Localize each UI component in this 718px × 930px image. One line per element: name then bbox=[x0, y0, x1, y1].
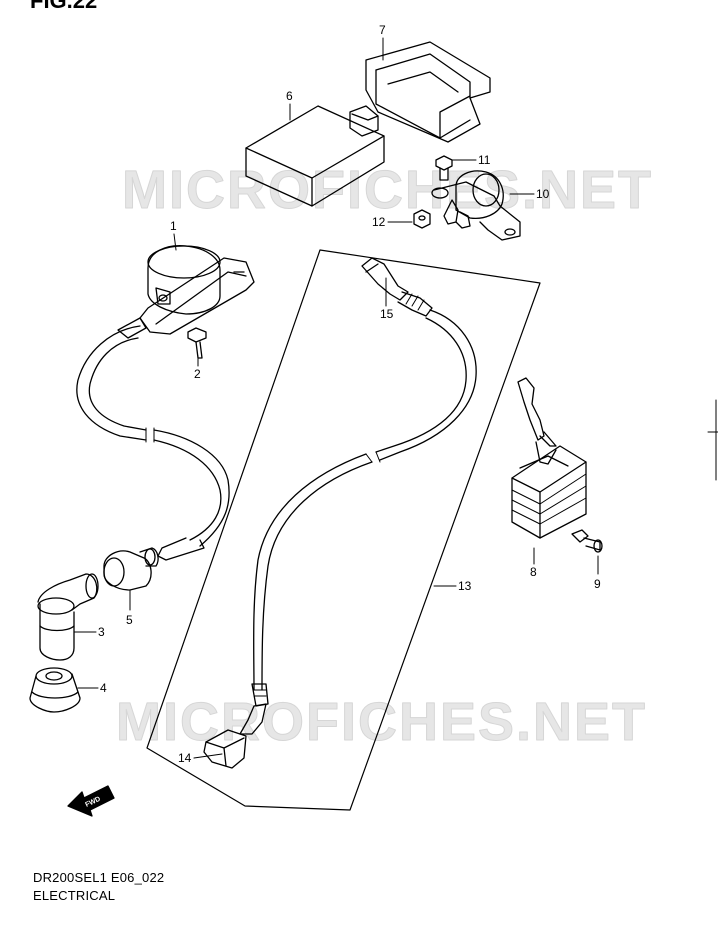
watermark-bottom: MICROFICHES.NET bbox=[116, 692, 647, 752]
cdi-unit-part bbox=[245, 105, 385, 207]
ignition-coil-part bbox=[139, 245, 255, 335]
cord-end-bottom-part bbox=[203, 729, 247, 769]
diagram-code: DR200SEL1 E06_022 bbox=[33, 870, 165, 885]
callout-9: 9 bbox=[594, 577, 601, 591]
spark-plug-cap-part bbox=[37, 573, 99, 661]
figure-title: FIG.22 bbox=[30, 0, 98, 13]
callout-10: 10 bbox=[536, 187, 550, 201]
callout-6: 6 bbox=[286, 89, 293, 103]
coil-high-tension-cord bbox=[76, 317, 230, 561]
high-tension-cord-part bbox=[239, 309, 477, 735]
callout-11: 11 bbox=[478, 153, 491, 167]
coil-screw-part bbox=[187, 327, 207, 359]
cord-connector-part bbox=[103, 547, 159, 591]
callout-8: 8 bbox=[530, 565, 537, 579]
callout-4: 4 bbox=[100, 681, 107, 695]
relay-bolt-part bbox=[435, 155, 453, 181]
starter-relay-part bbox=[431, 170, 521, 241]
plug-cap-cover-part bbox=[29, 667, 81, 713]
page-edge-marks bbox=[707, 399, 718, 481]
callout-7: 7 bbox=[379, 23, 386, 37]
high-tension-cord-boundary bbox=[146, 249, 541, 811]
regulator-bolt-part bbox=[571, 529, 603, 553]
fwd-direction-arrow: FWD bbox=[67, 785, 115, 817]
callout-14: 14 bbox=[178, 751, 192, 765]
callout-12: 12 bbox=[372, 215, 386, 229]
regulator-rectifier-part bbox=[511, 377, 587, 539]
cord-end-top-part bbox=[361, 257, 433, 317]
relay-nut-part bbox=[413, 209, 431, 229]
callout-15: 15 bbox=[380, 307, 394, 321]
callout-5: 5 bbox=[126, 613, 133, 627]
callout-numbers: 1 2 3 4 5 6 7 8 9 10 11 12 13 14 15 bbox=[98, 23, 601, 765]
callout-3: 3 bbox=[98, 625, 105, 639]
callout-2: 2 bbox=[194, 367, 201, 381]
callout-13: 13 bbox=[458, 579, 472, 593]
ignitor-cover-part bbox=[365, 41, 491, 143]
callout-1: 1 bbox=[170, 219, 177, 233]
leader-lines bbox=[73, 37, 599, 759]
watermark-top: MICROFICHES.NET bbox=[122, 160, 653, 220]
diagram-section-name: ELECTRICAL bbox=[33, 888, 116, 903]
